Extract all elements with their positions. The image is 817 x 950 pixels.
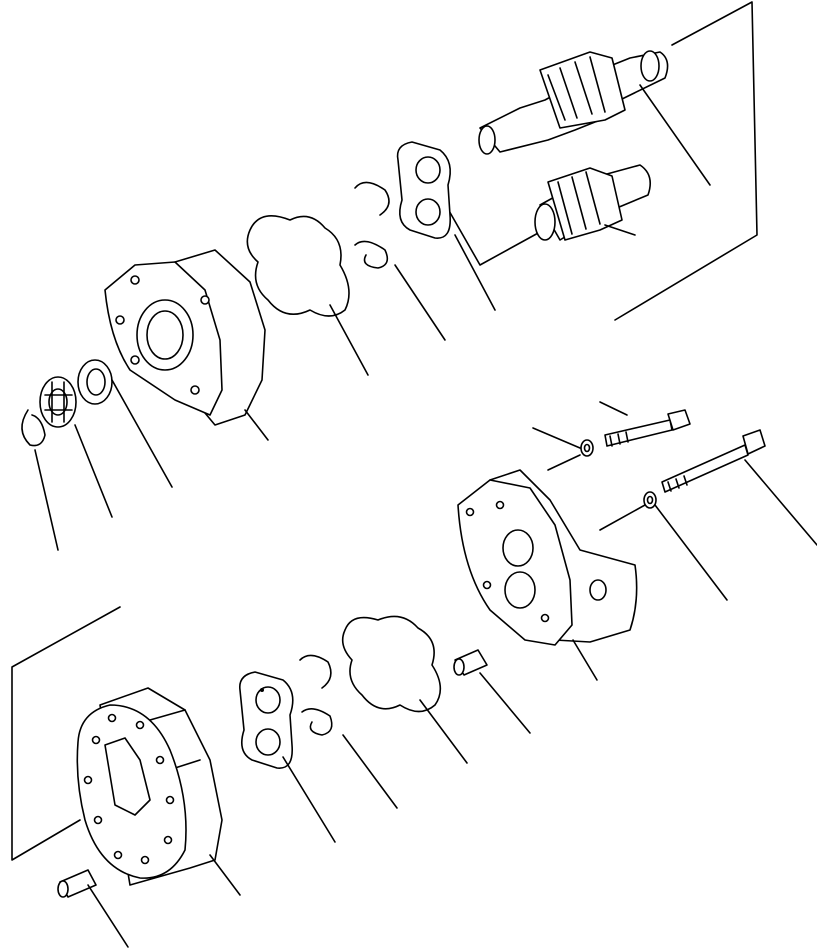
dowel-pin-upper	[453, 649, 488, 676]
bushing-upper	[396, 141, 452, 239]
front-housing	[104, 249, 266, 426]
driven-gear	[534, 164, 651, 241]
bracket-lines	[11, 1, 758, 861]
gasket-upper	[246, 214, 350, 317]
bearing	[39, 376, 77, 428]
washer-short	[580, 439, 594, 457]
gasket-lower	[341, 615, 442, 713]
seal-ring-lower	[299, 654, 333, 736]
bushing-lower	[238, 671, 294, 769]
thrust-washer	[77, 359, 113, 405]
drive-shaft-gear	[478, 50, 669, 155]
dowel-pin-lower	[57, 869, 97, 898]
bolt-long	[661, 429, 766, 493]
seal-ring-upper	[354, 181, 390, 269]
leader-lines	[34, 84, 817, 948]
rear-cover	[457, 469, 638, 646]
washer-long	[643, 491, 657, 509]
bolt-short	[604, 409, 691, 447]
gear-body	[76, 687, 223, 886]
snap-ring	[21, 409, 46, 447]
